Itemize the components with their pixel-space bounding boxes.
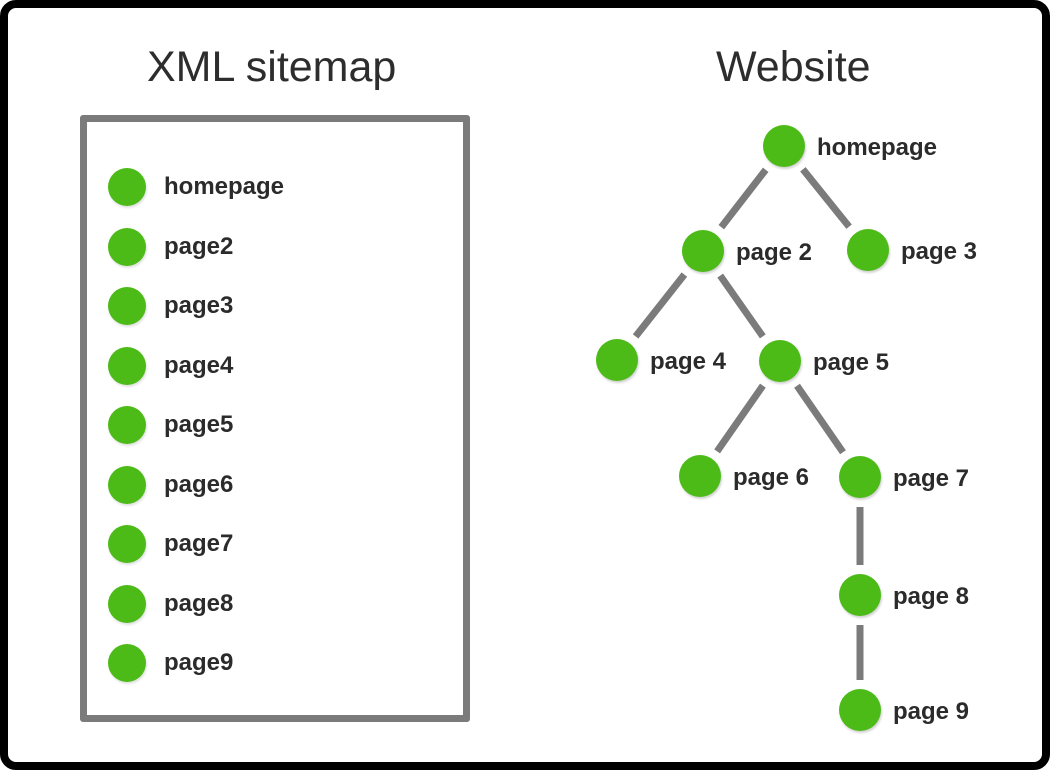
sitemap-item-label: page3 <box>164 292 234 319</box>
tree-node-label-page7: page 7 <box>893 465 969 492</box>
page-dot-icon <box>108 227 146 266</box>
page-dot-icon <box>108 346 146 385</box>
page-dot-icon <box>108 406 146 444</box>
tree-edge-homepage-page2 <box>718 167 769 230</box>
sitemap-list-item: page3 <box>108 287 284 325</box>
tree-node-page2 <box>682 230 724 272</box>
sitemap-list: homepage page2 page3 page4 page5 page6 page7 pa… <box>108 168 284 682</box>
sitemap-list-item: page7 <box>108 525 284 563</box>
tree-node-label-page2: page 2 <box>736 239 812 266</box>
tree-node-label-page9: page 9 <box>893 698 969 725</box>
tree-node-page7 <box>839 456 881 498</box>
tree-edge-homepage-page3 <box>800 167 852 229</box>
tree-node-label-page5: page 5 <box>813 349 889 376</box>
sitemap-item-label: page2 <box>164 232 234 260</box>
page-dot-icon <box>108 525 146 563</box>
sitemap-item-label: homepage <box>164 173 285 200</box>
sitemap-list-item: page9 <box>108 644 284 682</box>
sitemap-list-item: page2 <box>108 227 284 266</box>
tree-node-page4 <box>596 339 638 381</box>
tree-node-page5 <box>759 340 801 382</box>
page-dot-icon <box>108 584 146 623</box>
tree-edge-page2-page5 <box>717 273 766 339</box>
sitemap-item-label: page6 <box>164 470 234 498</box>
tree-edge-page5-page6 <box>714 383 766 454</box>
tree-node-page3 <box>847 229 889 271</box>
tree-node-label-page8: page 8 <box>893 583 969 610</box>
sitemap-list-item: page5 <box>108 406 284 444</box>
sitemap-list-item: page6 <box>108 465 284 504</box>
tree-edge-page5-page7 <box>794 383 846 455</box>
sitemap-item-label: page5 <box>164 411 234 438</box>
sitemap-list-item: page4 <box>108 346 284 385</box>
website-title: Website <box>716 43 871 91</box>
page-dot-icon <box>108 287 146 325</box>
tree-node-label-page3: page 3 <box>901 238 977 265</box>
xml-sitemap-title: XML sitemap <box>147 43 397 91</box>
sitemap-item-label: page8 <box>164 589 234 617</box>
tree-node-page6 <box>679 455 721 497</box>
tree-node-label-page4: page 4 <box>650 348 727 375</box>
tree-edge-page2-page4 <box>632 272 688 339</box>
sitemap-item-label: page4 <box>164 351 234 379</box>
sitemap-list-item: homepage <box>108 168 284 206</box>
tree-node-label-page6: page 6 <box>733 464 809 491</box>
sitemap-item-label: page7 <box>164 530 234 557</box>
tree-node-homepage <box>763 125 805 167</box>
page-dot-icon <box>108 465 146 504</box>
tree-node-page8 <box>839 574 881 616</box>
tree-node-page9 <box>839 689 881 731</box>
page-dot-icon <box>108 644 146 682</box>
sitemap-list-item: page8 <box>108 584 284 623</box>
sitemap-item-label: page9 <box>164 649 234 676</box>
tree-node-label-homepage: homepage <box>817 134 937 161</box>
page-dot-icon <box>108 168 146 206</box>
